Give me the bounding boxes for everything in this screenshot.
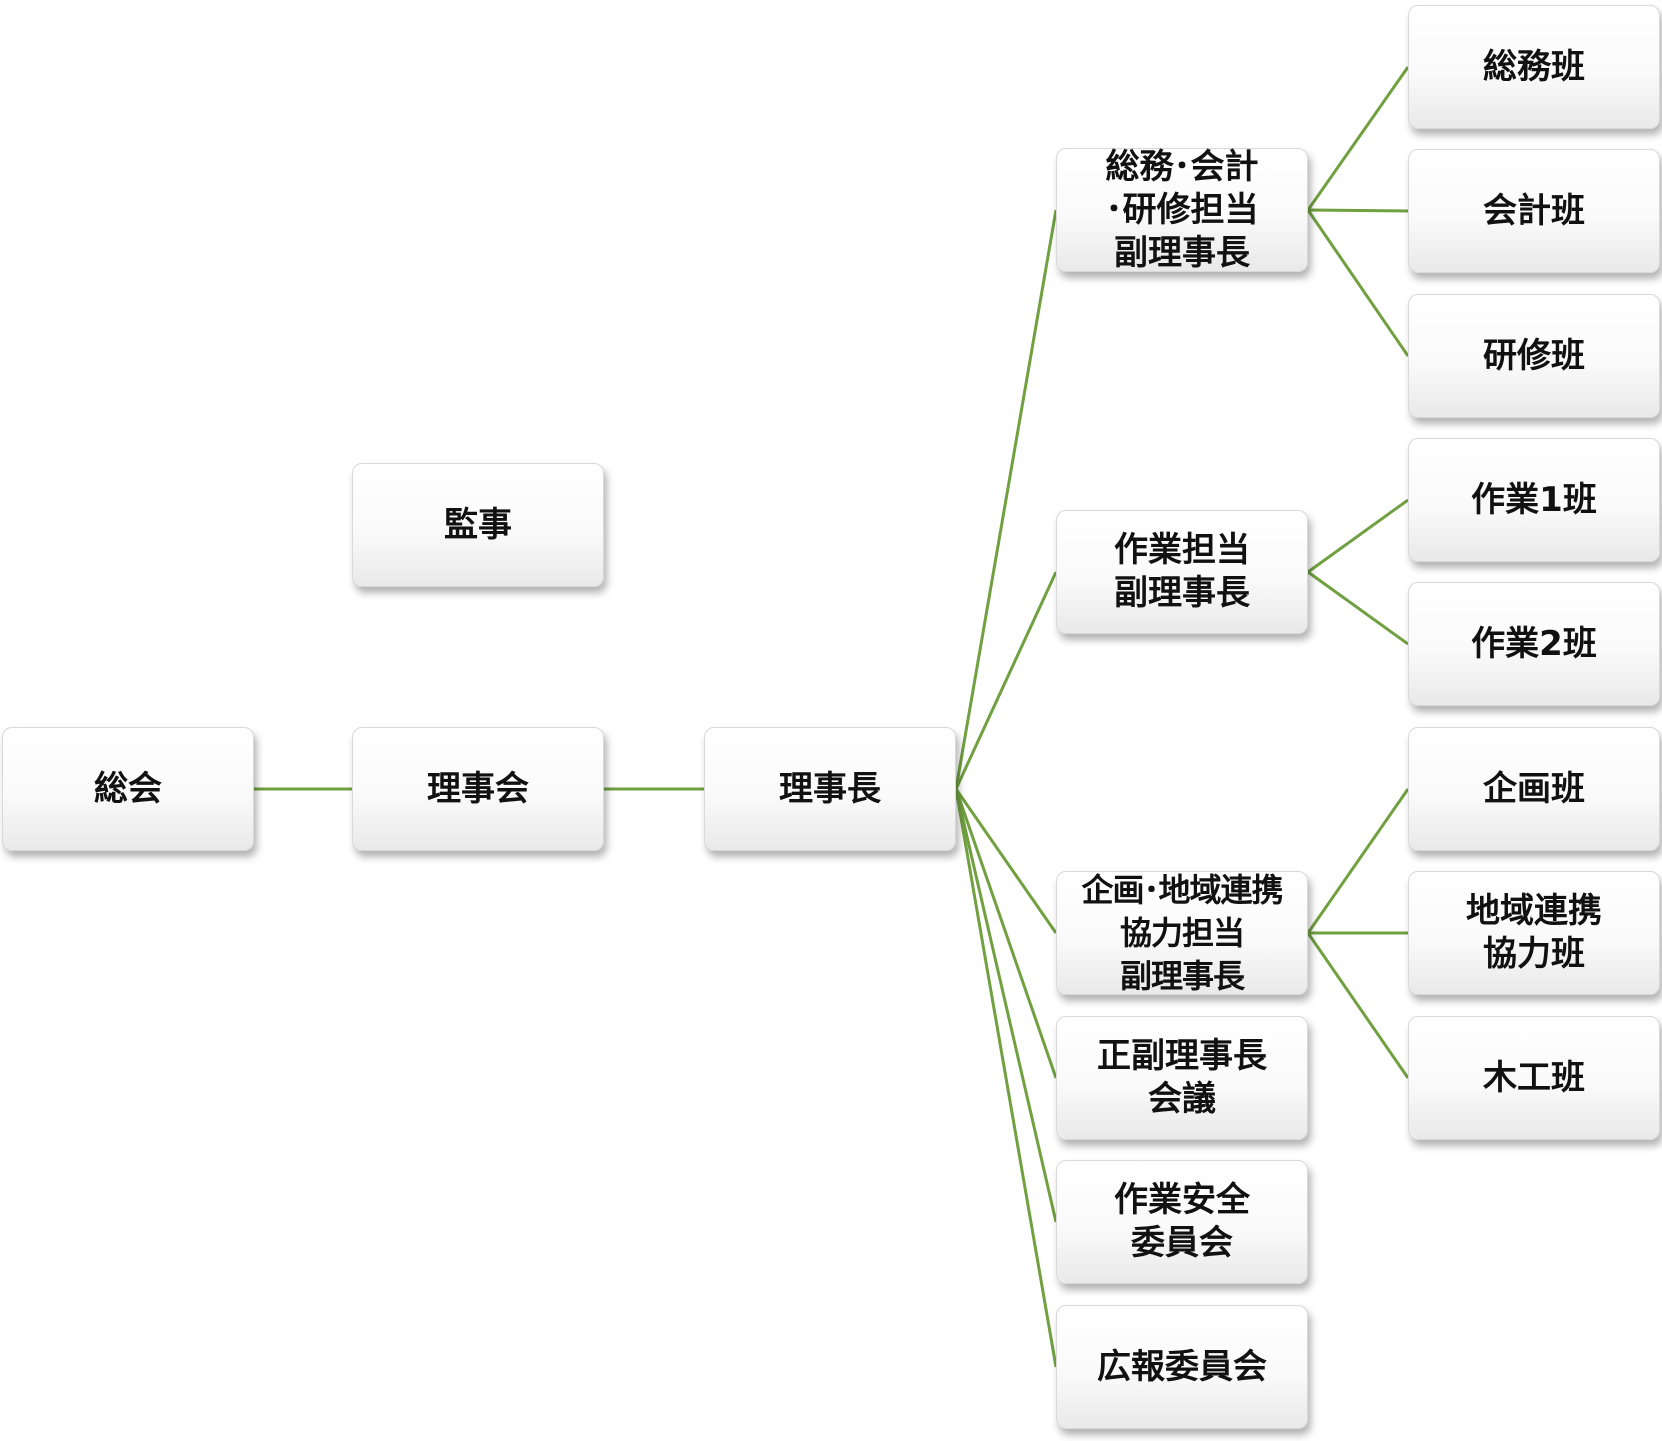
link-vp-soumu-to-kaikei-han bbox=[1307, 208, 1409, 213]
node-rijicho[interactable]: 理事長 bbox=[704, 727, 956, 851]
link-rijicho-to-kaigi bbox=[954, 788, 1058, 1079]
node-soukai[interactable]: 総会 bbox=[2, 727, 254, 851]
node-chiiki-han[interactable]: 地域連携 協力班 bbox=[1408, 871, 1660, 995]
link-rijicho-to-vp-sagyo bbox=[954, 571, 1058, 790]
node-kaigi[interactable]: 正副理事長 会議 bbox=[1056, 1016, 1308, 1140]
node-vp-soumu[interactable]: 総務･会計 ･研修担当 副理事長 bbox=[1056, 147, 1308, 273]
link-vp-soumu-to-kenshu-han bbox=[1306, 209, 1410, 357]
node-kanji[interactable]: 監事 bbox=[352, 463, 604, 587]
node-kouhou[interactable]: 広報委員会 bbox=[1056, 1305, 1308, 1429]
link-rijicho-to-vp-kikaku bbox=[954, 788, 1058, 934]
node-kikaku-han[interactable]: 企画班 bbox=[1408, 727, 1660, 851]
node-soumu-han[interactable]: 総務班 bbox=[1408, 5, 1660, 129]
link-vp-sagyo-to-sagyo1-han bbox=[1307, 498, 1409, 574]
link-rijicho-to-anzen bbox=[954, 788, 1058, 1223]
link-vp-sagyo-to-sagyo2-han bbox=[1307, 570, 1409, 646]
node-sagyo2-han[interactable]: 作業2班 bbox=[1408, 582, 1660, 706]
node-kenshu-han[interactable]: 研修班 bbox=[1408, 294, 1660, 418]
link-vp-kikaku-to-kikaku-han bbox=[1306, 788, 1410, 934]
node-anzen[interactable]: 作業安全 委員会 bbox=[1056, 1160, 1308, 1284]
node-kaikei-han[interactable]: 会計班 bbox=[1408, 149, 1660, 273]
link-vp-kikaku-to-mokko-han bbox=[1306, 932, 1410, 1079]
node-sagyo1-han[interactable]: 作業1班 bbox=[1408, 438, 1660, 562]
node-rijikai[interactable]: 理事会 bbox=[352, 727, 604, 851]
link-rijicho-to-kouhou bbox=[954, 788, 1058, 1368]
link-rijicho-to-vp-soumu bbox=[954, 209, 1058, 790]
node-vp-kikaku[interactable]: 企画･地域連携 協力担当 副理事長 bbox=[1056, 871, 1308, 995]
link-vp-soumu-to-soumu-han bbox=[1306, 66, 1410, 211]
node-mokko-han[interactable]: 木工班 bbox=[1408, 1016, 1660, 1140]
node-vp-sagyo[interactable]: 作業担当 副理事長 bbox=[1056, 510, 1308, 634]
